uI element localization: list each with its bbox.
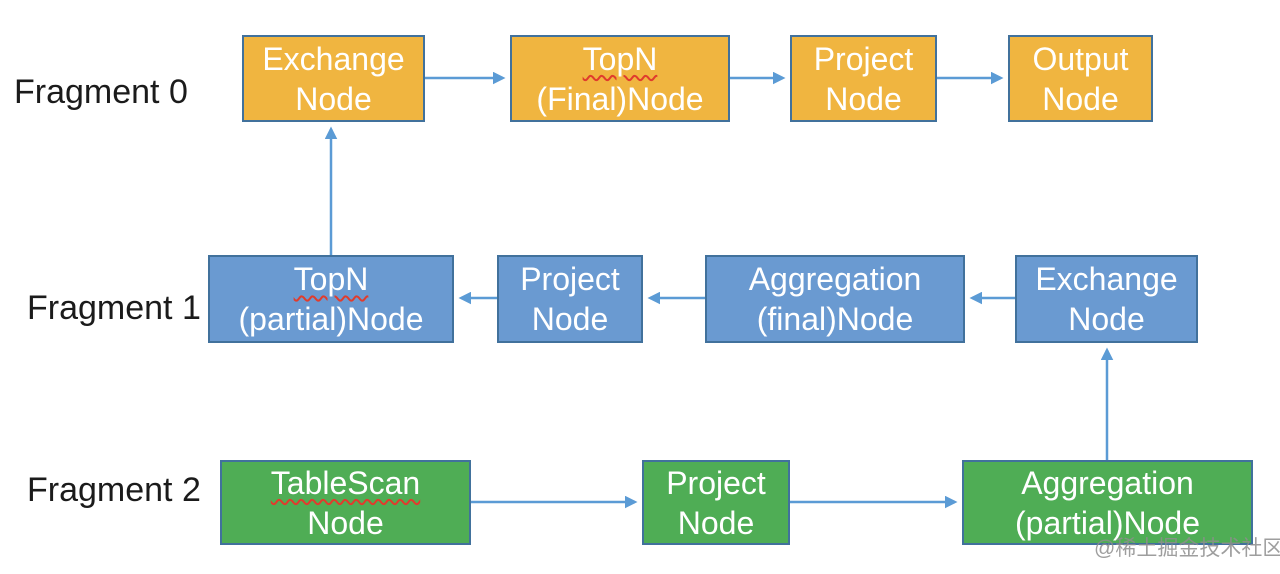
fragment-1-label: Fragment 1	[27, 289, 201, 327]
fragment-0-label: Fragment 0	[14, 73, 188, 111]
node-label-line2: Node	[307, 504, 384, 541]
node-fragment1-project: Project Node	[497, 255, 643, 343]
node-label-line1: Project	[520, 261, 620, 297]
node-fragment1-aggregation-final: Aggregation (final)Node	[705, 255, 965, 343]
node-label-line2: Node	[295, 80, 372, 117]
node-label-line2: Node	[677, 504, 755, 541]
node-label-line1: TableScan	[270, 464, 421, 501]
node-label-line1: Aggregation	[748, 261, 922, 297]
node-fragment1-exchange: Exchange Node	[1015, 255, 1198, 343]
node-label-line1: Project	[666, 464, 766, 501]
node-label-line1: Project	[813, 40, 914, 77]
node-label-line2: (partial)Node	[1015, 504, 1200, 541]
node-label-line2: (partial)Node	[238, 301, 424, 337]
node-label-line1: Exchange	[1035, 261, 1178, 297]
node-fragment0-project: Project Node	[790, 35, 937, 122]
node-label-line2: (Final)Node	[536, 80, 704, 117]
node-label-line1: TopN	[582, 40, 658, 77]
node-label-line1: Output	[1032, 40, 1129, 77]
node-fragment2-project: Project Node	[642, 460, 790, 545]
node-label-line1: Exchange	[262, 40, 405, 77]
node-label-line2: Node	[825, 80, 902, 117]
node-fragment2-aggregation-partial: Aggregation (partial)Node	[962, 460, 1253, 545]
node-fragment2-tablescan: TableScan Node	[220, 460, 471, 545]
node-fragment1-topn-partial: TopN (partial)Node	[208, 255, 454, 343]
fragment-2-label: Fragment 2	[27, 471, 201, 509]
watermark-text: @稀土掘金技术社区	[1094, 537, 1280, 560]
node-label-line2: Node	[1042, 80, 1119, 117]
node-fragment0-exchange: Exchange Node	[242, 35, 425, 122]
node-label-line2: (final)Node	[756, 301, 914, 337]
node-label-line1: TopN	[293, 261, 369, 297]
node-label-line2: Node	[531, 301, 609, 337]
node-label-line2: Node	[1068, 301, 1145, 337]
node-fragment0-topn-final: TopN (Final)Node	[510, 35, 730, 122]
node-label-line1: Aggregation	[1021, 464, 1194, 501]
node-fragment0-output: Output Node	[1008, 35, 1153, 122]
